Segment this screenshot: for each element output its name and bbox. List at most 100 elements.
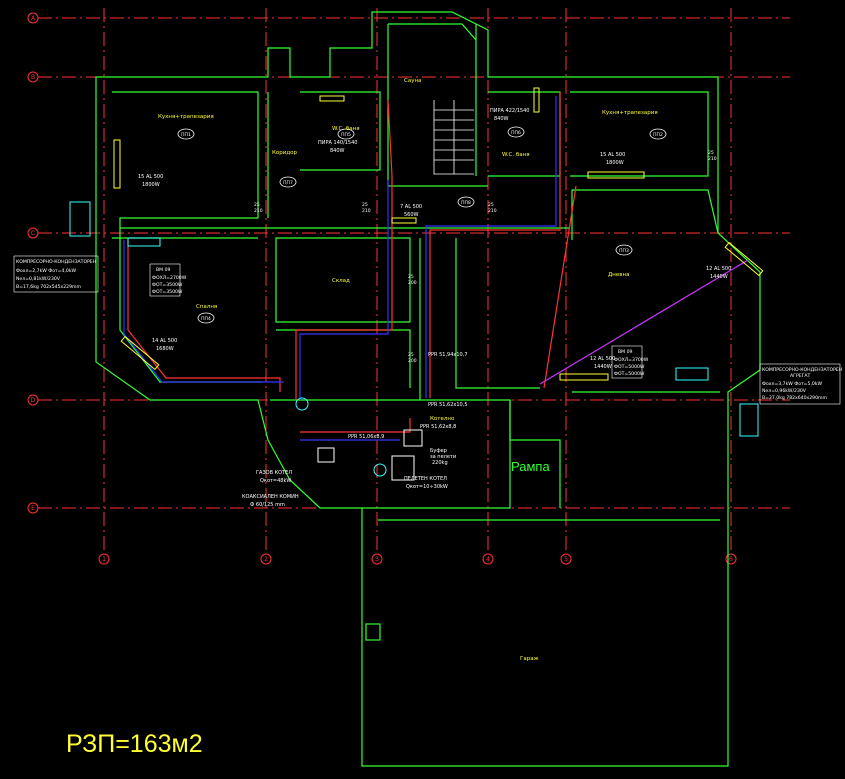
- code-bedroom: ПП4: [201, 316, 211, 322]
- small-tag-a-2: 210: [254, 208, 263, 214]
- pipe-living2: [543, 185, 577, 389]
- ac-right-title: КОМПРЕСОРНО-КОНДЕНЗАТОРЕН: [762, 367, 842, 373]
- rad-wc-right-model: ПИРА 422/1540: [490, 108, 529, 114]
- wall-ramp: [509, 400, 561, 508]
- axis-label-6: 6: [729, 556, 733, 563]
- pipe-label-4: PPR 51,62х8,8: [420, 424, 456, 430]
- room-kitchen-left: Кухня+трапезария: [158, 114, 214, 120]
- ac-indoor-bedroom: [127, 237, 161, 247]
- rad-kitchen-right-model: 15 AL 500: [600, 152, 625, 158]
- rad-living-top-model: 12 AL 500: [706, 266, 731, 272]
- pipes: [123, 92, 749, 441]
- code-kitchen-left: ПП1: [181, 132, 191, 138]
- axis-bubbles: [27, 12, 737, 565]
- small-tag-c-2: 200: [408, 280, 417, 286]
- axis-label-a: A: [31, 15, 36, 22]
- gas-boiler-power: Qкот=48kW: [260, 478, 291, 484]
- wall-center-v2: [455, 238, 540, 389]
- small-tag-f-2: 210: [708, 156, 717, 162]
- code-wc-left: ПП5: [341, 132, 351, 138]
- code-corridor-hall: ПП7: [283, 180, 293, 186]
- buffer-sub: за пелети: [430, 454, 456, 460]
- small-tag-a-1: 25: [254, 202, 260, 208]
- code-kitchen-right: ПП2: [653, 132, 663, 138]
- pipe-label-3: PPR 51,06х8,9: [348, 434, 384, 440]
- code-center: ПП8: [461, 200, 471, 206]
- code-wc-right: ПП6: [511, 130, 521, 136]
- code-living: ПП3: [619, 248, 629, 254]
- rad-kitchen-right-power: 1800W: [606, 160, 624, 166]
- axis-bubble-4: [482, 553, 494, 565]
- ac-bedroom-box: [149, 263, 181, 297]
- chimney-size: Ф 60/125 mm: [250, 502, 285, 508]
- radiator-living-bottom: [559, 373, 609, 381]
- room-kitchen-right: Кухня+трапезария: [602, 110, 658, 116]
- stairs: [433, 100, 474, 175]
- rad-wc-left-model: ПИРА 140/1540: [318, 140, 357, 146]
- area-label: РЗП=163м2: [66, 730, 203, 758]
- room-garage: Гараж: [520, 656, 539, 662]
- pipe-living: [539, 259, 749, 385]
- rad-living-bottom-model: 12 AL 500: [590, 356, 615, 362]
- axis-bubble-1: [98, 553, 110, 565]
- axis-label-4: 4: [486, 556, 490, 563]
- axis-bubble-a: [27, 12, 39, 24]
- room-code-tags: [177, 126, 667, 324]
- ac-left-line1: Фохл=2,7kW Фот=4,0kW: [16, 268, 76, 274]
- rad-kitchen-left-power: 1800W: [142, 182, 160, 188]
- rad-living-bottom-power: 1440W: [594, 364, 612, 370]
- buffer-label: Буфер: [430, 448, 447, 454]
- axis-label-3: 3: [375, 556, 379, 563]
- ac-living-line3: ФОТ=5000W: [614, 371, 645, 377]
- ramp-label: Рампа: [511, 459, 550, 474]
- axis-labels: A B C D E 1 2 3 4 5 6: [31, 15, 733, 563]
- room-wc-bath-left: W.C. баня: [332, 126, 360, 132]
- ac-living-title: ВМ 09: [618, 349, 632, 355]
- small-tag-b-2: 210: [362, 208, 371, 214]
- ac-right-box: [759, 363, 841, 405]
- radiator-center: [391, 217, 417, 224]
- pump-symbol: [295, 397, 309, 411]
- ac-left-title: КОМПРЕСОРНО-КОНДЕНЗАТОРЕН: [16, 259, 96, 265]
- wall-storage: [275, 237, 411, 323]
- pipe-label-1: PPR 51,94х10,7: [428, 352, 468, 358]
- ac-left-box: [13, 255, 99, 293]
- axis-bubble-3: [371, 553, 383, 565]
- radiator-bedroom: [120, 335, 160, 371]
- ac-left-line3: B=17,6kg 702х545х229mm: [16, 284, 81, 290]
- radiator-kitchen-left: [113, 139, 121, 189]
- gas-boiler-symbol: [317, 447, 335, 463]
- column: [365, 623, 381, 641]
- small-tag-e-1: 25: [488, 202, 494, 208]
- room-sauna: Сауна: [404, 78, 421, 84]
- gas-boiler-label: ГАЗОВ КОТЕЛ: [256, 470, 292, 476]
- room-wc-bath-right: W.C. баня: [502, 152, 530, 158]
- ac-indoor-living: [675, 367, 709, 381]
- axis-label-e: E: [31, 505, 35, 512]
- buffer-volume: 220kg: [432, 460, 448, 466]
- pipe-bedroom-r: [123, 240, 284, 383]
- axis-label-d: D: [31, 397, 36, 404]
- pipe-supply-main: [295, 99, 393, 400]
- ac-living-line1: ФОХЛ=3700W: [614, 357, 649, 363]
- small-tag-d-1: 25: [408, 352, 414, 358]
- rad-bedroom-power: 1680W: [156, 346, 174, 352]
- ac-bedroom-line2: ФОТ=3500W: [152, 282, 183, 288]
- small-tag-d-2: 200: [408, 358, 417, 364]
- ac-living-box: [611, 345, 643, 379]
- ac-outdoor-left: [69, 201, 91, 237]
- room-bedroom: Спалня: [196, 304, 217, 310]
- rad-wc-left-power: 840W: [330, 148, 345, 154]
- axis-bubble-d: [27, 394, 39, 406]
- pellet-boiler-symbol: [391, 455, 415, 481]
- radiator-wc-left: [319, 95, 345, 102]
- room-corridor: Коридор: [272, 150, 298, 156]
- axis-bubble-5: [560, 553, 572, 565]
- small-tag-e-2: 210: [488, 208, 497, 214]
- pump-symbol-2: [373, 463, 387, 477]
- ac-right-subtitle: АГРЕГАТ: [790, 373, 811, 379]
- chimney-label: КОАКСИАЛЕН КОМИН: [242, 494, 299, 500]
- rad-kitchen-left-model: 15 AL 500: [138, 174, 163, 180]
- ac-bedroom-title: ВМ 09: [156, 267, 170, 273]
